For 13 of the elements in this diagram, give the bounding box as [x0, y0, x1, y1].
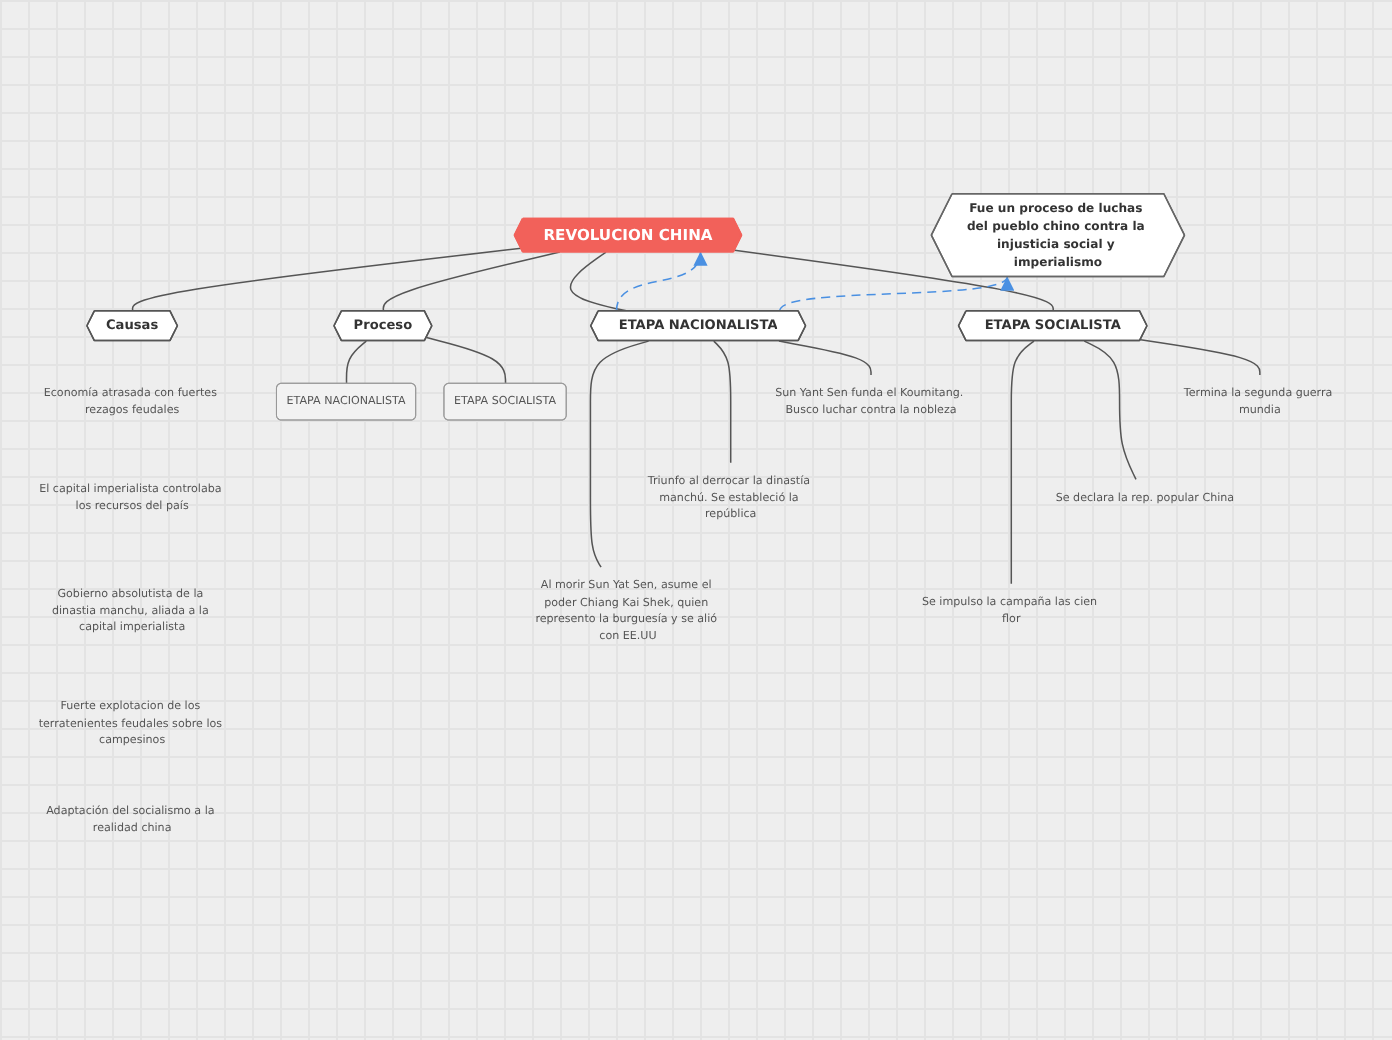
connector [425, 336, 507, 385]
arrow [615, 250, 705, 312]
connector [345, 340, 368, 385]
connector [778, 340, 872, 376]
connector [589, 340, 650, 568]
connector [382, 251, 561, 313]
arrow [779, 275, 1009, 312]
connector [713, 340, 732, 464]
connector [733, 249, 1054, 313]
connector [1010, 340, 1035, 585]
connector [131, 247, 523, 313]
connector [1083, 340, 1137, 481]
connector [1139, 339, 1261, 376]
